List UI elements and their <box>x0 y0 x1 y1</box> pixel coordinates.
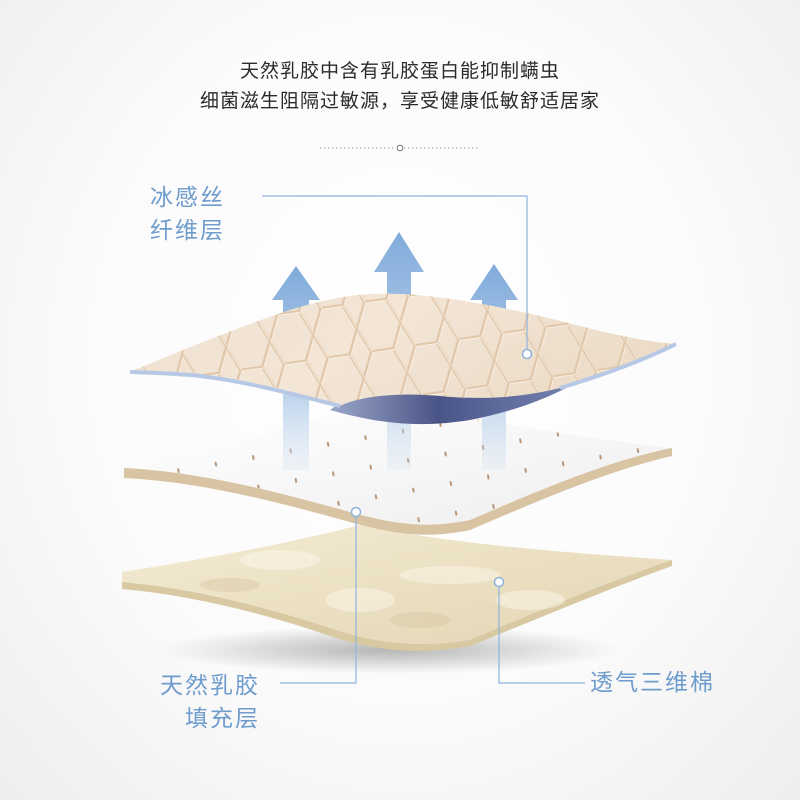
label-latex-layer: 天然乳胶 填充层 <box>160 670 260 736</box>
dot-marker-icon <box>523 350 532 359</box>
label-ice-silk-layer: 冰感丝 纤维层 <box>150 182 225 248</box>
label-ice-silk-line-1: 冰感丝 <box>150 182 225 215</box>
dot-marker-icon <box>352 508 361 517</box>
cotton-layer <box>122 525 672 651</box>
ice-silk-layer <box>130 294 676 424</box>
dot-marker-icon <box>495 578 504 587</box>
label-ice-silk-line-2: 纤维层 <box>150 215 225 248</box>
label-cotton-text: 透气三维棉 <box>590 667 715 700</box>
label-latex-line-1: 天然乳胶 <box>160 670 260 703</box>
label-latex-line-2: 填充层 <box>160 703 260 736</box>
label-cotton-layer: 透气三维棉 <box>590 667 715 700</box>
